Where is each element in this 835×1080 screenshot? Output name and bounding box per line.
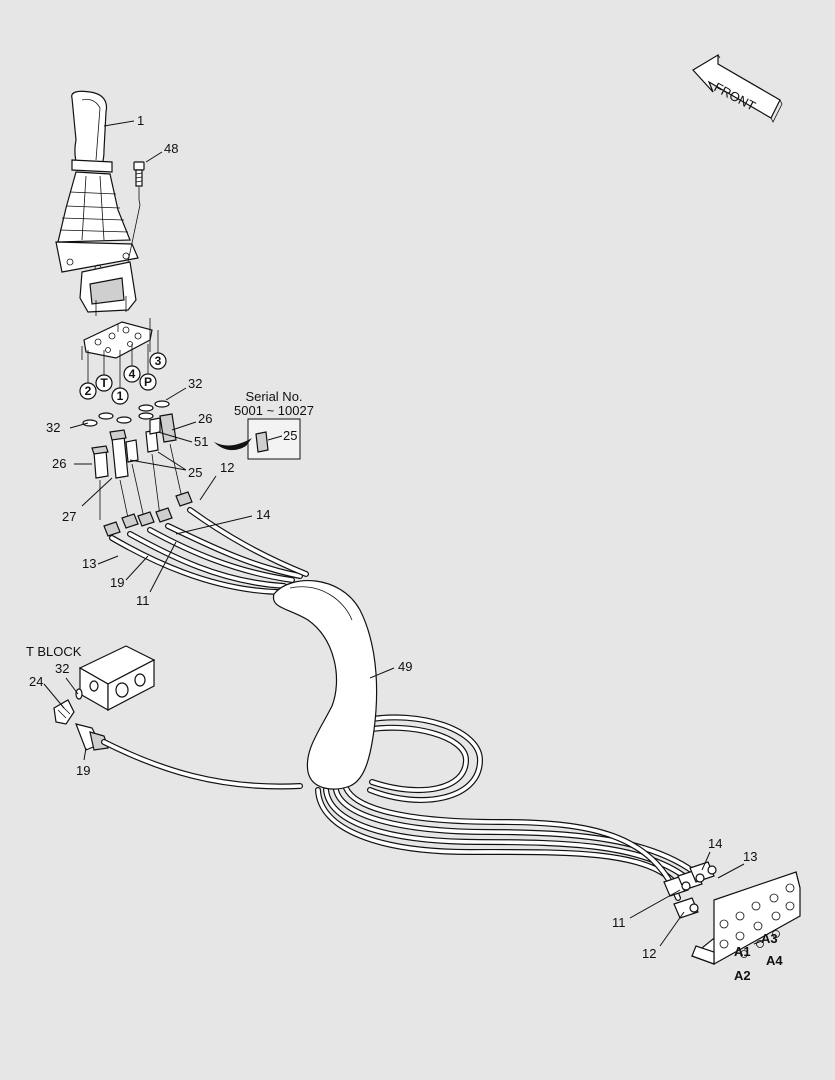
callout-11: 11 bbox=[136, 593, 150, 608]
callout-14: 14 bbox=[708, 836, 722, 851]
leader-lines bbox=[43, 120, 765, 947]
callout-12: 12 bbox=[220, 460, 234, 475]
front-arrow: FRONT bbox=[692, 53, 783, 123]
port-label-a2: A2 bbox=[734, 968, 751, 983]
port-t: T bbox=[95, 374, 113, 392]
callout-24: 24 bbox=[29, 674, 43, 689]
gasket-plate bbox=[81, 318, 153, 360]
port-label-a3: A3 bbox=[761, 931, 778, 946]
port-4: 4 bbox=[123, 365, 141, 383]
swivel-nuts bbox=[103, 491, 193, 537]
port-3: 3 bbox=[149, 352, 167, 370]
serial-title: Serial No. bbox=[245, 389, 302, 404]
port-2: 2 bbox=[79, 382, 97, 400]
adapter-fittings bbox=[91, 413, 183, 520]
port-label-a4: A4 bbox=[766, 953, 783, 968]
svg-text:3: 3 bbox=[155, 354, 162, 368]
o-rings bbox=[82, 400, 170, 427]
callout-19: 19 bbox=[76, 763, 90, 778]
svg-text:T: T bbox=[100, 376, 108, 390]
bracket-fittings bbox=[663, 861, 717, 919]
svg-text:P: P bbox=[144, 375, 152, 389]
t-block-label: T BLOCK bbox=[26, 644, 82, 659]
callout-11: 11 bbox=[612, 915, 626, 930]
callout-14: 14 bbox=[256, 507, 270, 522]
hose-bundle bbox=[109, 507, 697, 901]
callout-48: 48 bbox=[164, 141, 178, 156]
port-p: P bbox=[139, 373, 157, 391]
callout-labels: 1 48 32 26 51 32 26 25 12 14 27 13 19 11… bbox=[29, 113, 783, 983]
callout-26: 26 bbox=[198, 411, 212, 426]
svg-text:2: 2 bbox=[85, 384, 92, 398]
svg-text:1: 1 bbox=[117, 389, 124, 403]
callout-13: 13 bbox=[743, 849, 757, 864]
callout-32: 32 bbox=[46, 420, 60, 435]
callout-19: 19 bbox=[110, 575, 124, 590]
callout-51: 51 bbox=[194, 434, 208, 449]
serial-part-label: 25 bbox=[283, 428, 297, 443]
callout-32: 32 bbox=[55, 661, 69, 676]
callout-1: 1 bbox=[137, 113, 144, 128]
joystick-assembly bbox=[55, 90, 139, 316]
mounting-bracket bbox=[690, 870, 801, 966]
port-1: 1 bbox=[111, 387, 129, 405]
callout-12: 12 bbox=[642, 946, 656, 961]
svg-text:4: 4 bbox=[129, 367, 136, 381]
callout-26: 26 bbox=[52, 456, 66, 471]
port-markers: 2 T 1 4 P 3 bbox=[79, 330, 167, 405]
callout-49: 49 bbox=[398, 659, 412, 674]
callout-25: 25 bbox=[188, 465, 202, 480]
serial-detail: Serial No. 5001 ~ 10027 25 bbox=[214, 389, 314, 460]
bolt-48 bbox=[127, 161, 145, 263]
callout-27: 27 bbox=[62, 509, 76, 524]
t-block: T BLOCK bbox=[26, 644, 303, 790]
callout-32: 32 bbox=[188, 376, 202, 391]
callout-13: 13 bbox=[82, 556, 96, 571]
port-label-a1: A1 bbox=[734, 944, 751, 959]
serial-range: 5001 ~ 10027 bbox=[234, 403, 314, 418]
